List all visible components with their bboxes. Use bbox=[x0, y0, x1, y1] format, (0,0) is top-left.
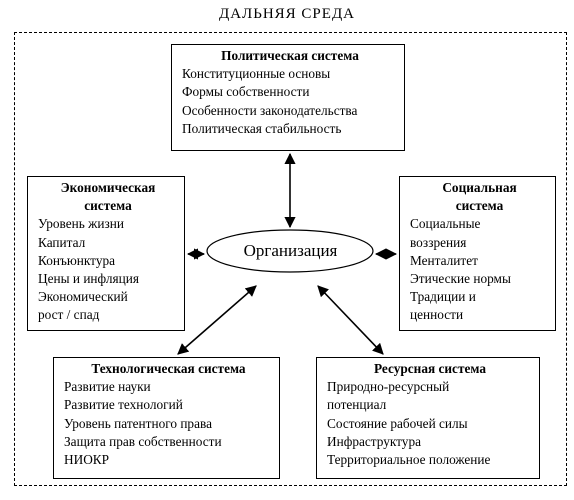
resource-item: Природно-ресурсный bbox=[327, 379, 450, 395]
technological-item: НИОКР bbox=[64, 452, 110, 468]
technological-item: Развитие науки bbox=[64, 379, 151, 395]
social-system-title-line: Социальная bbox=[442, 180, 517, 195]
economic-item: Капитал bbox=[38, 234, 86, 250]
technological-item: Развитие технологий bbox=[64, 397, 183, 413]
technological-item: Уровень патентного права bbox=[64, 415, 212, 431]
resource-system-box: Ресурсная система Природно-ресурсный пот… bbox=[316, 357, 540, 479]
social-item: Менталитет bbox=[410, 252, 478, 268]
political-item: Политическая стабильность bbox=[182, 120, 342, 136]
arrow-resource-organization bbox=[317, 285, 384, 355]
economic-item: Уровень жизни bbox=[38, 216, 124, 232]
economic-item: Экономический bbox=[38, 289, 128, 305]
social-item: воззрения bbox=[410, 234, 467, 250]
organization-label: Организация bbox=[243, 241, 338, 260]
political-item: Конституционные основы bbox=[182, 66, 331, 82]
economic-item: Цены и инфляция bbox=[38, 271, 139, 287]
social-item: Традиции и bbox=[410, 289, 476, 305]
economic-system-title-line: Экономическая bbox=[60, 180, 156, 195]
social-system-title-line: система bbox=[455, 198, 504, 214]
outer-environment-frame bbox=[14, 32, 567, 486]
social-system-box: Социальная система Социальные воззрения … bbox=[399, 176, 556, 331]
resource-item: Инфраструктура bbox=[327, 433, 422, 449]
outer-environment-title: ДАЛЬНЯЯ СРЕДА bbox=[218, 6, 356, 22]
resource-item: Состояние рабочей силы bbox=[327, 415, 468, 431]
social-item: ценности bbox=[410, 307, 464, 323]
economic-item: Конъюнктура bbox=[38, 252, 116, 268]
economic-system-title-line: система bbox=[84, 198, 132, 214]
political-item: Формы собственности bbox=[182, 84, 310, 100]
political-system-title: Политическая система bbox=[221, 48, 359, 63]
resource-item: потенциал bbox=[327, 397, 387, 413]
organization-ellipse bbox=[206, 229, 374, 273]
resource-system-title: Ресурсная система bbox=[373, 361, 487, 376]
social-item: Социальные bbox=[410, 216, 481, 232]
technological-item: Защита прав собственности bbox=[64, 433, 222, 449]
economic-system-box: Экономическая система Уровень жизни Капи… bbox=[27, 176, 185, 331]
political-item: Особенности законодательства bbox=[182, 102, 358, 118]
technological-system-title: Технологическая система bbox=[91, 361, 246, 376]
social-item: Этические нормы bbox=[410, 271, 511, 287]
technological-system-box: Технологическая система Развитие науки Р… bbox=[53, 357, 280, 479]
economic-item: рост / спад bbox=[38, 307, 100, 323]
resource-item: Территориальное положение bbox=[327, 452, 491, 468]
political-system-box: Политическая система Конституционные осн… bbox=[171, 44, 405, 151]
arrow-technological-organization bbox=[177, 285, 257, 355]
